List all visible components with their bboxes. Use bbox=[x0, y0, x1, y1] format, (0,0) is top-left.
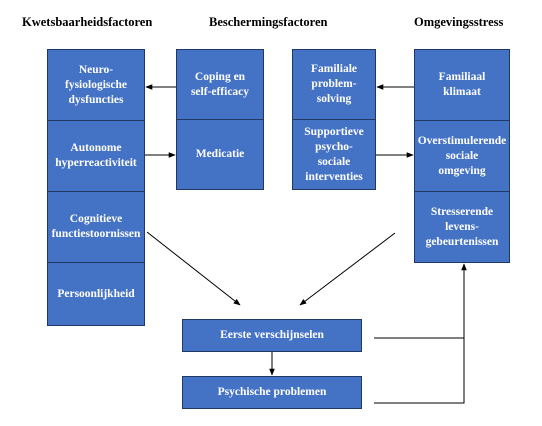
arrow-kwetsbaarheid-to-eerste bbox=[146, 231, 241, 306]
arrow-eerste-feedback bbox=[374, 263, 467, 339]
arrow-omgeving-to-eerste bbox=[299, 232, 396, 306]
box-eerste-verschijnselen: Eerste verschijnselen bbox=[182, 319, 362, 352]
box-medicatie: Medicatie bbox=[176, 119, 264, 190]
box-cognitieve-functiestoornissen: Cognitieve functiestoornissen bbox=[47, 191, 145, 263]
header-omgevingsstress: Omgevingsstress bbox=[414, 15, 504, 29]
box-autonome-hyperreactiviteit: Autonome hyperreactiviteit bbox=[47, 120, 145, 192]
box-familiaal-klimaat: Familiaal klimaat bbox=[414, 49, 510, 121]
box-supportieve-psychosociale-interventies: Supportieve psycho- sociale interventies bbox=[292, 119, 376, 190]
box-overstimulerende-sociale-omgeving: Overstimulerende sociale omgeving bbox=[414, 120, 510, 192]
box-neurofysiologische-dysfuncties: Neuro- fysiologische dysfuncties bbox=[47, 49, 145, 121]
box-stresserende-levensgebeurtenissen: Stresserende levens- gebeurtenissen bbox=[414, 191, 510, 263]
line-psychisch-feedback bbox=[374, 338, 465, 404]
box-psychische-problemen: Psychische problemen bbox=[182, 376, 362, 409]
box-familiale-problem-solving: Familiale problem- solving bbox=[292, 49, 376, 120]
header-kwetsbaarheidsfactoren: Kwetsbaarheidsfactoren bbox=[22, 15, 153, 29]
box-persoonlijkheid: Persoonlijkheid bbox=[47, 262, 145, 326]
header-beschermingsfactoren: Beschermingsfactoren bbox=[209, 15, 328, 29]
box-coping-self-efficacy: Coping en self-efficacy bbox=[176, 49, 264, 120]
